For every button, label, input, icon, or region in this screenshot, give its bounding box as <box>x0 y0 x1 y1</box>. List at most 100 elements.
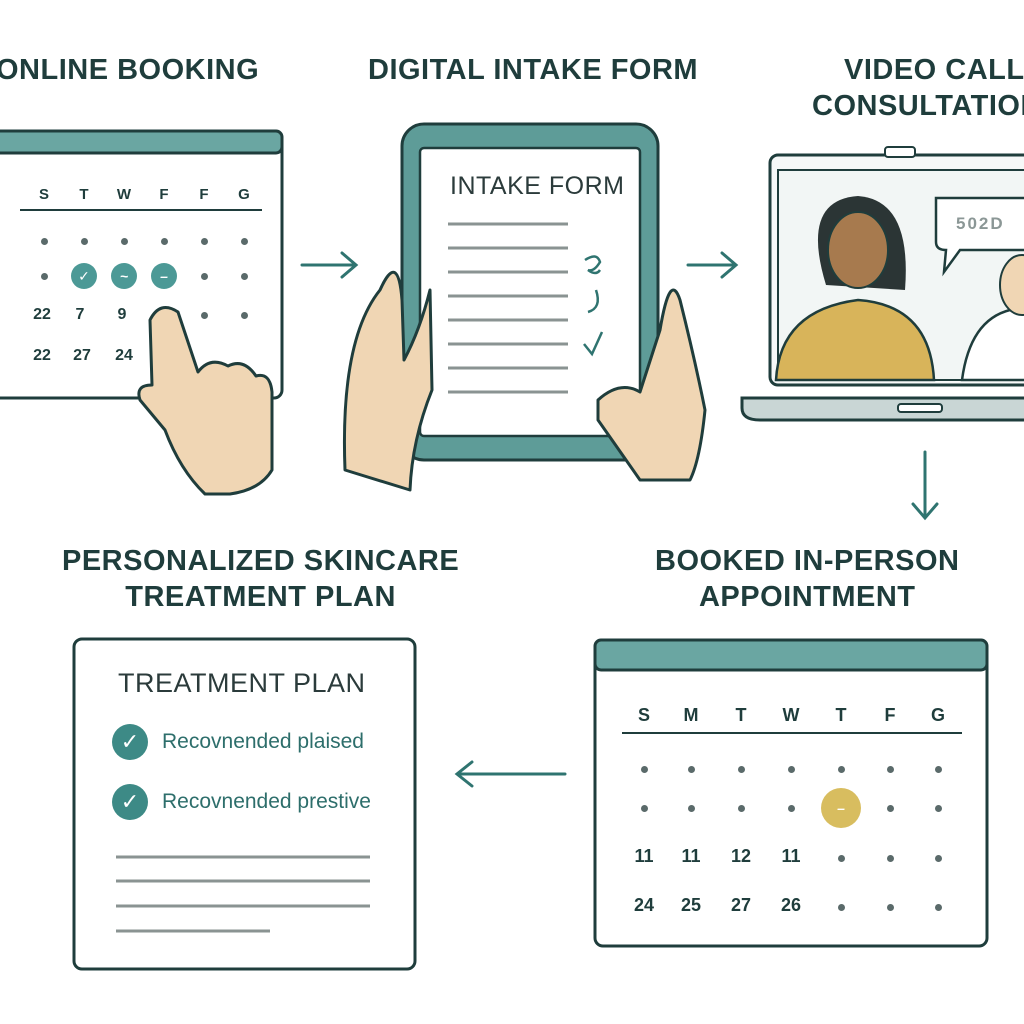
date-dot[interactable] <box>934 766 942 773</box>
date-number[interactable]: 12 <box>730 846 752 866</box>
date-dot[interactable] <box>40 273 48 280</box>
date-number[interactable]: 24 <box>633 895 655 915</box>
intake-form-title: DIGITAL INTAKE FORM <box>368 54 699 86</box>
date-dot[interactable] <box>160 238 168 245</box>
large-calendar-row-4: 24 25 27 26 <box>622 895 962 916</box>
small-calendar-row-4: 22 27 24 <box>24 347 144 365</box>
date-number[interactable]: 27 <box>730 895 752 915</box>
check-icon <box>587 289 599 314</box>
large-calendar-row-2: – <box>622 788 962 828</box>
date-dot[interactable] <box>837 766 845 773</box>
selected-date-icon[interactable]: – <box>151 263 177 289</box>
date-dot[interactable] <box>837 904 845 911</box>
small-calendar-row-3: 22 7 9 <box>24 306 264 324</box>
date-dot[interactable] <box>787 766 795 773</box>
date-dot[interactable] <box>737 805 745 812</box>
date-dot[interactable] <box>687 805 695 812</box>
date-dot[interactable] <box>837 855 845 862</box>
treatment-plan-card <box>72 637 417 971</box>
date-dot[interactable] <box>120 238 128 245</box>
weekday-label: F <box>884 705 896 725</box>
small-calendar-row-1 <box>24 232 264 250</box>
online-booking-title: ONLINE BOOKING <box>0 54 260 86</box>
weekday-label: W <box>116 186 132 203</box>
large-calendar-row-3: 11 11 12 11 <box>622 846 962 867</box>
right-hand-icon <box>596 288 707 482</box>
pointing-hand-icon <box>137 306 274 496</box>
date-dot[interactable] <box>934 904 942 911</box>
large-calendar-weekdays: S M T W T F G <box>622 705 962 726</box>
check-icon <box>584 255 602 275</box>
arrow-down-icon <box>911 450 939 521</box>
date-number[interactable]: 22 <box>33 306 51 323</box>
weekday-label: G <box>930 705 945 725</box>
check-icon <box>583 331 604 357</box>
date-dot[interactable] <box>934 805 942 812</box>
date-number[interactable]: 7 <box>75 306 85 323</box>
arrow-right-icon <box>300 251 359 279</box>
in-person-title: BOOKED IN-PERSON APPOINTMENT <box>655 545 960 613</box>
treatment-plan-heading: TREATMENT PLAN <box>118 668 366 698</box>
date-dot[interactable] <box>240 273 248 280</box>
online-booking-calendar <box>0 129 284 400</box>
weekday-label: T <box>79 186 89 203</box>
weekday-label: F <box>159 186 169 203</box>
weekday-label: T <box>735 705 747 725</box>
date-dot[interactable] <box>640 766 648 773</box>
date-dot[interactable] <box>886 855 894 862</box>
date-dot[interactable] <box>934 855 942 862</box>
plan-item: ✓ Recovnended prestive <box>112 784 371 820</box>
intake-form-heading: INTAKE FORM <box>450 172 625 200</box>
video-call-title: VIDEO CALL CONSULTATION <box>812 54 1024 122</box>
date-number[interactable]: 27 <box>73 347 91 364</box>
check-icon: ✓ <box>112 784 148 820</box>
date-number[interactable]: 11 <box>781 846 801 866</box>
booked-date-icon[interactable]: – <box>821 788 861 828</box>
selected-date-check-icon[interactable]: ✓ <box>71 263 97 289</box>
date-number[interactable]: 11 <box>681 846 701 866</box>
date-dot[interactable] <box>80 238 88 245</box>
appointment-calendar <box>593 638 989 948</box>
left-hand-icon <box>342 270 434 492</box>
plan-item: ✓ Recovnended plaised <box>112 724 364 760</box>
date-dot[interactable] <box>200 273 208 280</box>
date-dot[interactable] <box>240 238 248 245</box>
date-dot[interactable] <box>200 238 208 245</box>
video-call-laptop <box>740 146 1024 422</box>
date-dot[interactable] <box>40 238 48 245</box>
date-dot[interactable] <box>200 312 208 319</box>
date-dot[interactable] <box>640 805 648 812</box>
date-dot[interactable] <box>737 766 745 773</box>
selected-date-icon[interactable]: ~ <box>111 263 137 289</box>
weekday-label: W <box>782 705 800 725</box>
plan-item-label: Recovnended prestive <box>162 790 371 813</box>
date-dot[interactable] <box>787 805 795 812</box>
date-number[interactable]: 24 <box>115 347 133 364</box>
date-number[interactable]: 22 <box>33 347 51 364</box>
check-icon: ✓ <box>112 724 148 760</box>
weekday-label: S <box>38 186 49 203</box>
weekday-label: S <box>637 705 650 725</box>
weekday-label: G <box>238 186 250 203</box>
date-number[interactable]: 9 <box>117 306 127 323</box>
date-dot[interactable] <box>886 904 894 911</box>
arrow-left-icon <box>454 760 567 788</box>
arrow-right-icon <box>686 251 739 279</box>
date-dot[interactable] <box>886 805 894 812</box>
treatment-plan-title: PERSONALIZED SKINCARE TREATMENT PLAN <box>62 545 460 613</box>
date-dot[interactable] <box>687 766 695 773</box>
date-number[interactable]: 26 <box>780 895 802 915</box>
weekday-label: M <box>683 705 699 725</box>
date-dot[interactable] <box>886 766 894 773</box>
date-number[interactable]: 25 <box>680 895 702 915</box>
small-calendar-weekdays: S T W F F G <box>24 186 264 203</box>
large-calendar-row-1 <box>622 760 962 778</box>
weekday-label: T <box>835 705 847 725</box>
date-dot[interactable] <box>240 312 248 319</box>
weekday-label: F <box>199 186 209 203</box>
plan-item-label: Recovnended plaised <box>162 730 364 753</box>
speech-bubble-text: 502D <box>956 214 1005 233</box>
date-number[interactable]: 11 <box>634 846 654 866</box>
small-calendar-row-2: ✓ ~ – <box>24 262 264 290</box>
